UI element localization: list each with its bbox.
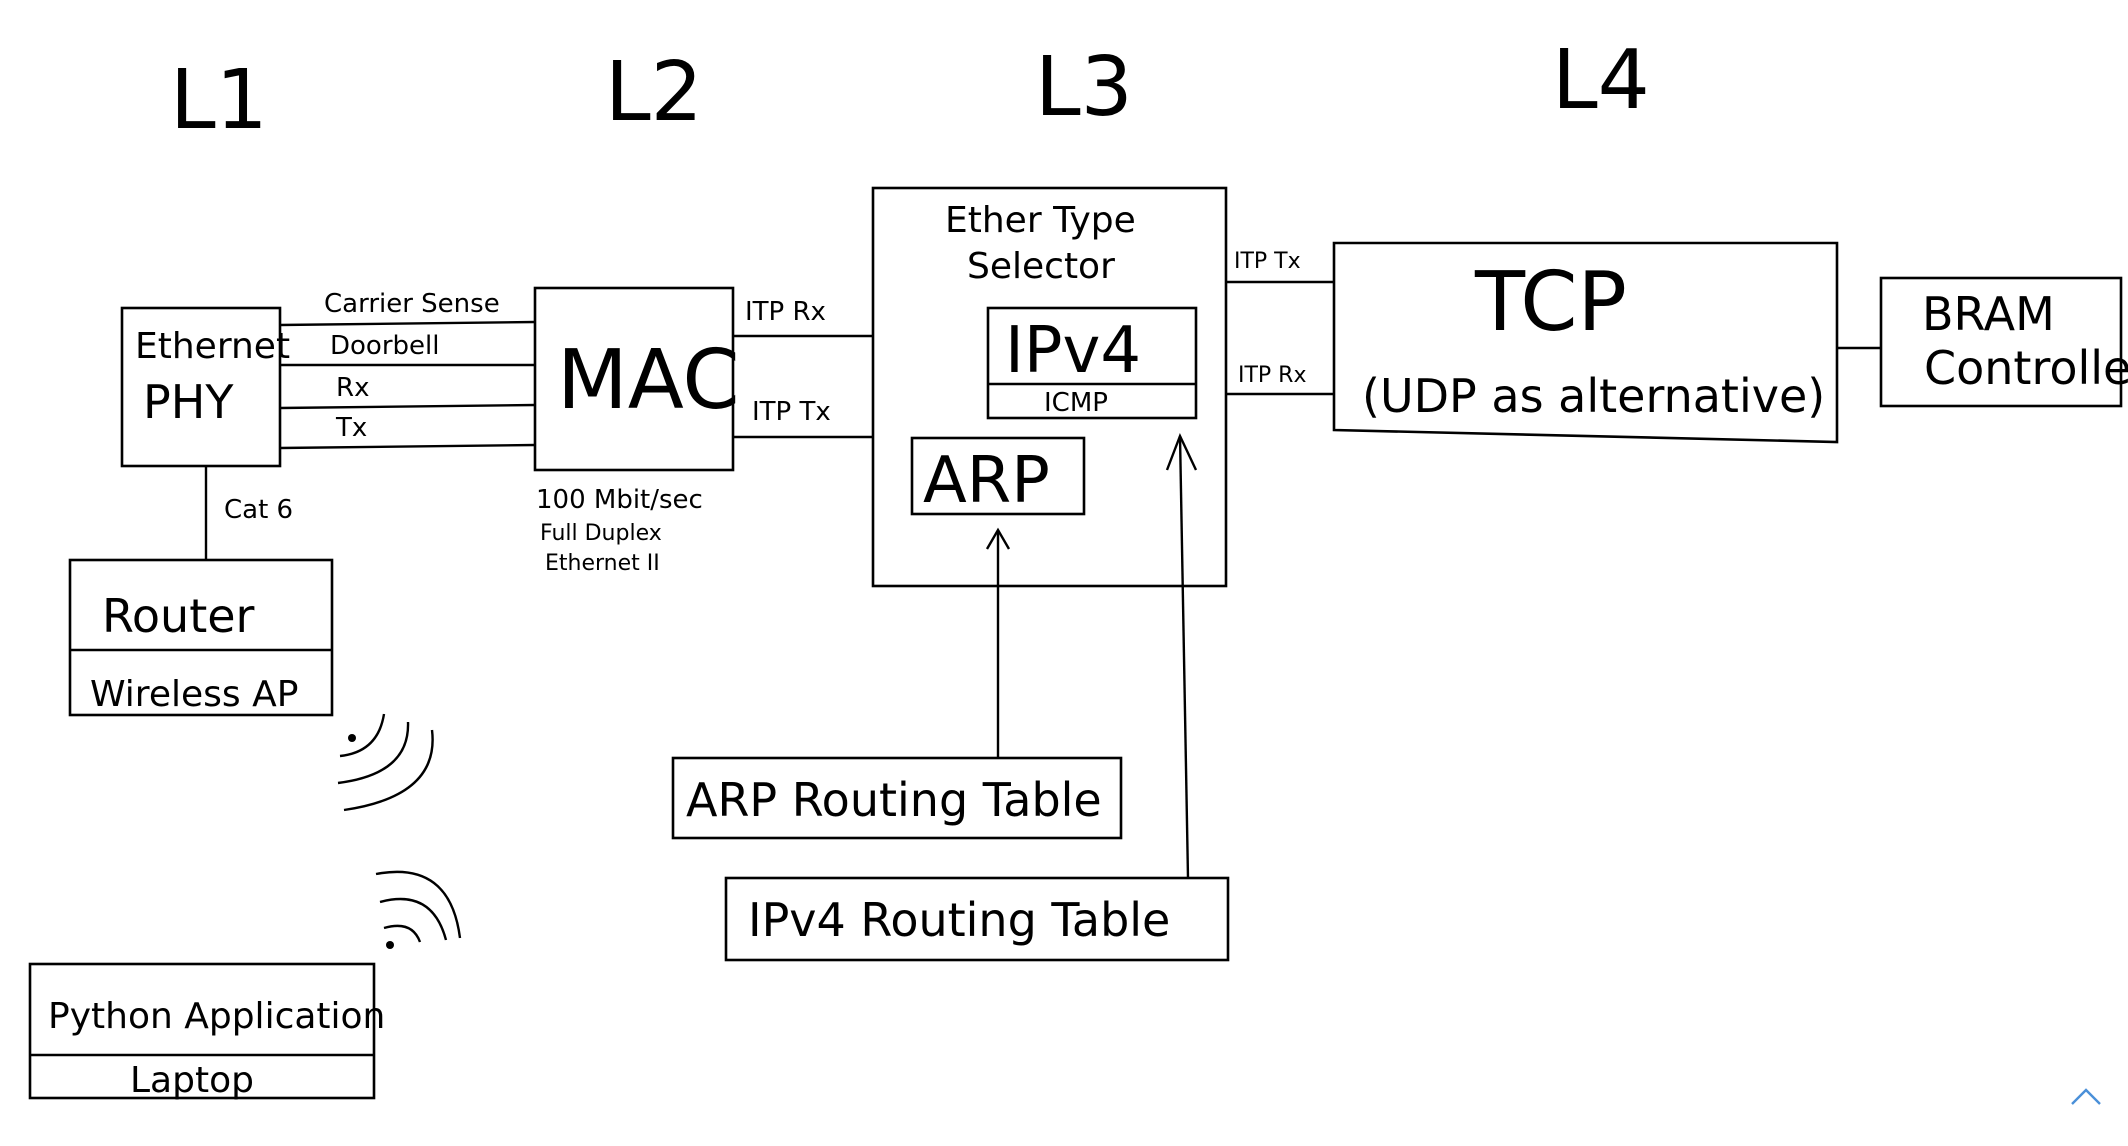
mac-label: MAC [557, 333, 740, 428]
laptop-block: Python Application Laptop [28, 962, 385, 1101]
layer-label-l3: L3 [1035, 40, 1133, 135]
ethernet-phy-line2: PHY [143, 375, 234, 429]
mac-note-ethernet: Ethernet II [545, 551, 660, 576]
bram-controller-block: BRAM Controller [1879, 276, 2128, 408]
arp-table-arrow [985, 527, 1011, 758]
ipv4-label: IPv4 [1005, 314, 1141, 388]
l4-itp-rx-label: ITP Rx [1238, 363, 1307, 388]
mac-l3-links: ITP Rx ITP Tx [733, 297, 873, 439]
cat6-label: Cat 6 [224, 495, 293, 525]
arp-label: ARP [923, 444, 1050, 518]
layer-label-l4: L4 [1552, 33, 1650, 128]
tcp-block: TCP (UDP as alternative) [1332, 241, 1839, 444]
l4-itp-tx-label: ITP Tx [1234, 249, 1301, 274]
python-application-label: Python Application [48, 996, 385, 1037]
layer-label-l2: L2 [605, 45, 703, 140]
arp-routing-table-block: ARP Routing Table [671, 756, 1123, 840]
ipv4-block: IPv4 ICMP [986, 306, 1198, 420]
mac-itp-rx-label: ITP Rx [745, 297, 826, 327]
controller-label: Controller [1924, 341, 2128, 395]
wifi-signal-icon [337, 713, 434, 812]
mac-block: MAC [533, 286, 740, 472]
mac-note-duplex: Full Duplex [540, 521, 662, 546]
mac-note-speed: 100 Mbit/sec [536, 485, 703, 515]
mac-itp-tx-label: ITP Tx [752, 397, 831, 427]
ethernet-phy-line1: Ethernet [135, 326, 290, 367]
wireless-ap-label: Wireless AP [90, 674, 298, 715]
laptop-label: Laptop [130, 1060, 254, 1101]
router-label: Router [102, 589, 255, 643]
bram-label: BRAM [1922, 287, 2055, 341]
ether-type-line2: Selector [967, 246, 1115, 287]
arp-routing-table-label: ARP Routing Table [686, 773, 1102, 827]
wifi-signal-icon-laptop [375, 870, 462, 949]
icmp-label: ICMP [1044, 388, 1108, 418]
ether-type-line1: Ether Type [945, 200, 1136, 241]
signal-tx: Tx [335, 413, 367, 443]
router-block: Router Wireless AP [68, 558, 334, 717]
arp-block: ARP [910, 436, 1086, 518]
ipv4-routing-table-label: IPv4 Routing Table [748, 893, 1170, 947]
signal-carrier-sense: Carrier Sense [324, 289, 500, 319]
tcp-alternative-label: (UDP as alternative) [1362, 369, 1825, 423]
signal-rx: Rx [336, 373, 369, 403]
tcp-label: TCP [1474, 255, 1627, 350]
cat6-link: Cat 6 [204, 466, 293, 560]
ipv4-routing-table-block: IPv4 Routing Table [724, 876, 1230, 962]
ipv4-table-arrow [1165, 432, 1198, 879]
chevron-up-icon[interactable] [2066, 1076, 2106, 1116]
ethernet-phy-block: Ethernet PHY [120, 306, 290, 468]
signal-doorbell: Doorbell [330, 331, 439, 361]
mac-specs-note: 100 Mbit/sec Full Duplex Ethernet II [536, 485, 703, 576]
phy-mac-signal-bus: Carrier Sense Doorbell Rx Tx [279, 289, 536, 450]
l3-l4-links: ITP Tx ITP Rx [1226, 249, 1334, 396]
layer-label-l1: L1 [170, 53, 268, 148]
